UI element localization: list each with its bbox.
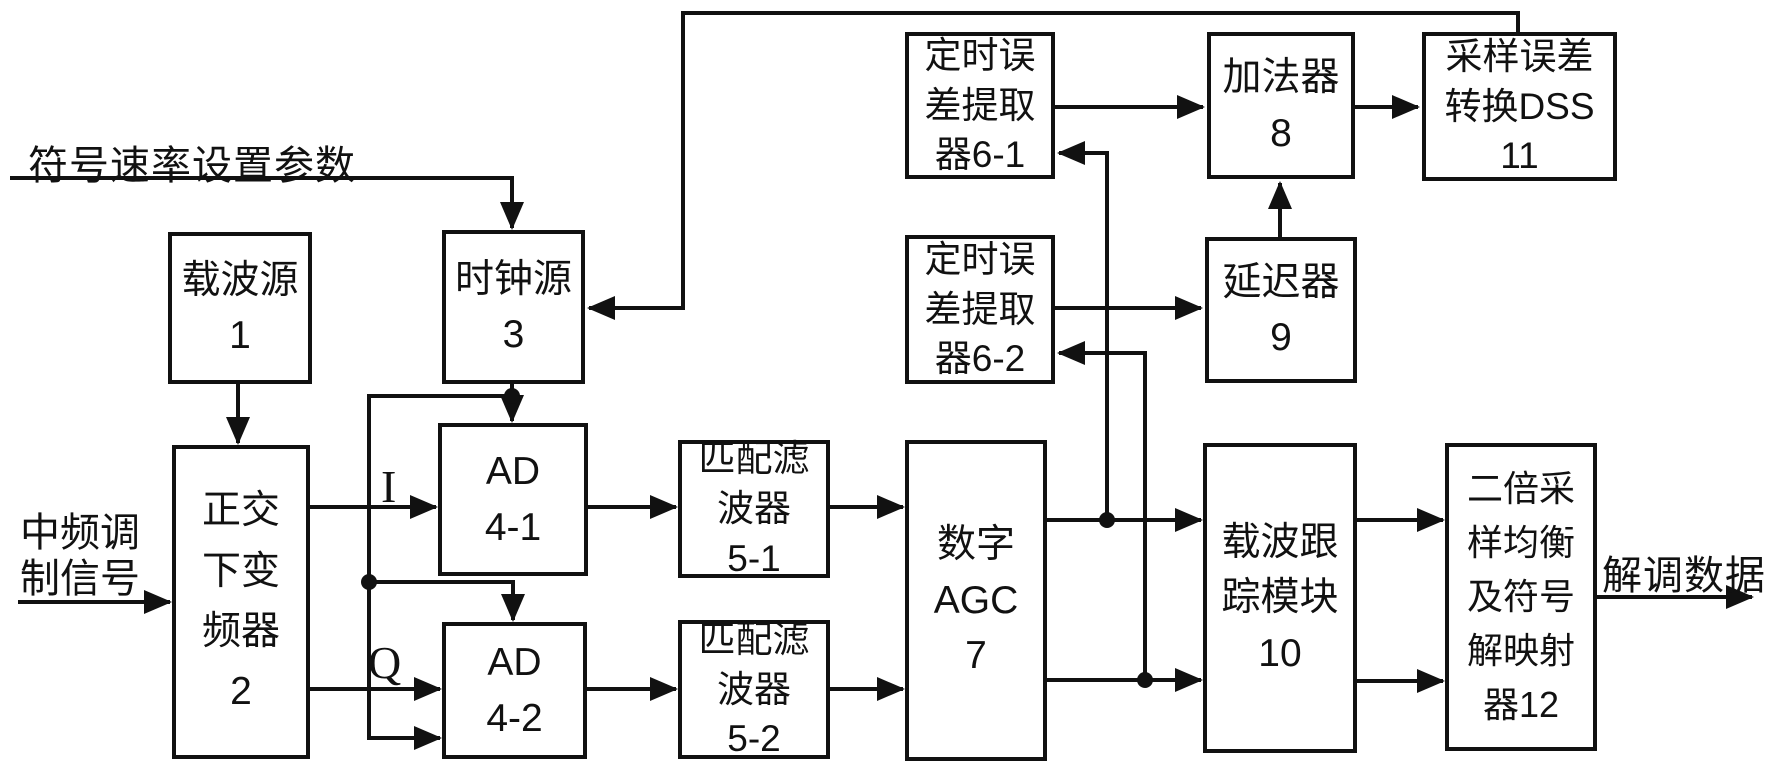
block-matched-filter-5-1: 匹配滤 波器 5-1	[678, 440, 830, 578]
demodulated-data-label: 解调数据	[1602, 543, 1766, 601]
block-ad-4-2: AD 4-2	[442, 622, 587, 759]
block-delay-9: 延迟器 9	[1205, 237, 1357, 383]
block-sampling-error-dss-11: 采样误差 转换DSS 11	[1422, 32, 1617, 181]
wire-clock-to-ad42-top	[369, 582, 513, 620]
block-clock-source-3: 时钟源 3	[442, 230, 585, 384]
junction-q-tap	[1137, 672, 1153, 688]
q-branch-label: Q	[368, 636, 401, 689]
wire-tap-to-tee61	[1059, 153, 1107, 520]
block-timing-error-extractor-6-1: 定时误 差提取 器6-1	[905, 32, 1055, 179]
block-timing-error-extractor-6-2: 定时误 差提取 器6-2	[905, 235, 1055, 384]
block-carrier-tracking-module-10: 载波跟 踪模块 10	[1203, 443, 1357, 753]
block-quadrature-downconverter-2: 正交 下变 频器 2	[172, 445, 310, 759]
block-ad-4-1: AD 4-1	[438, 423, 588, 576]
junction-clock-split	[504, 388, 520, 404]
block-equalizer-demapper-12: 二倍采 样均衡 及符号 解映射 器12	[1445, 443, 1597, 751]
block-digital-agc-7: 数字 AGC 7	[905, 440, 1047, 761]
block-adder-8: 加法器 8	[1207, 32, 1355, 179]
i-branch-label: I	[381, 460, 396, 513]
symbol-rate-parameter-label: 符号速率设置参数	[28, 133, 356, 191]
block-carrier-source-1: 载波源 1	[168, 232, 312, 384]
block-matched-filter-5-2: 匹配滤 波器 5-2	[678, 620, 830, 759]
if-modulated-signal-label: 中频调 制信号	[20, 510, 140, 602]
junction-clock-rail	[361, 574, 377, 590]
junction-i-tap	[1099, 512, 1115, 528]
